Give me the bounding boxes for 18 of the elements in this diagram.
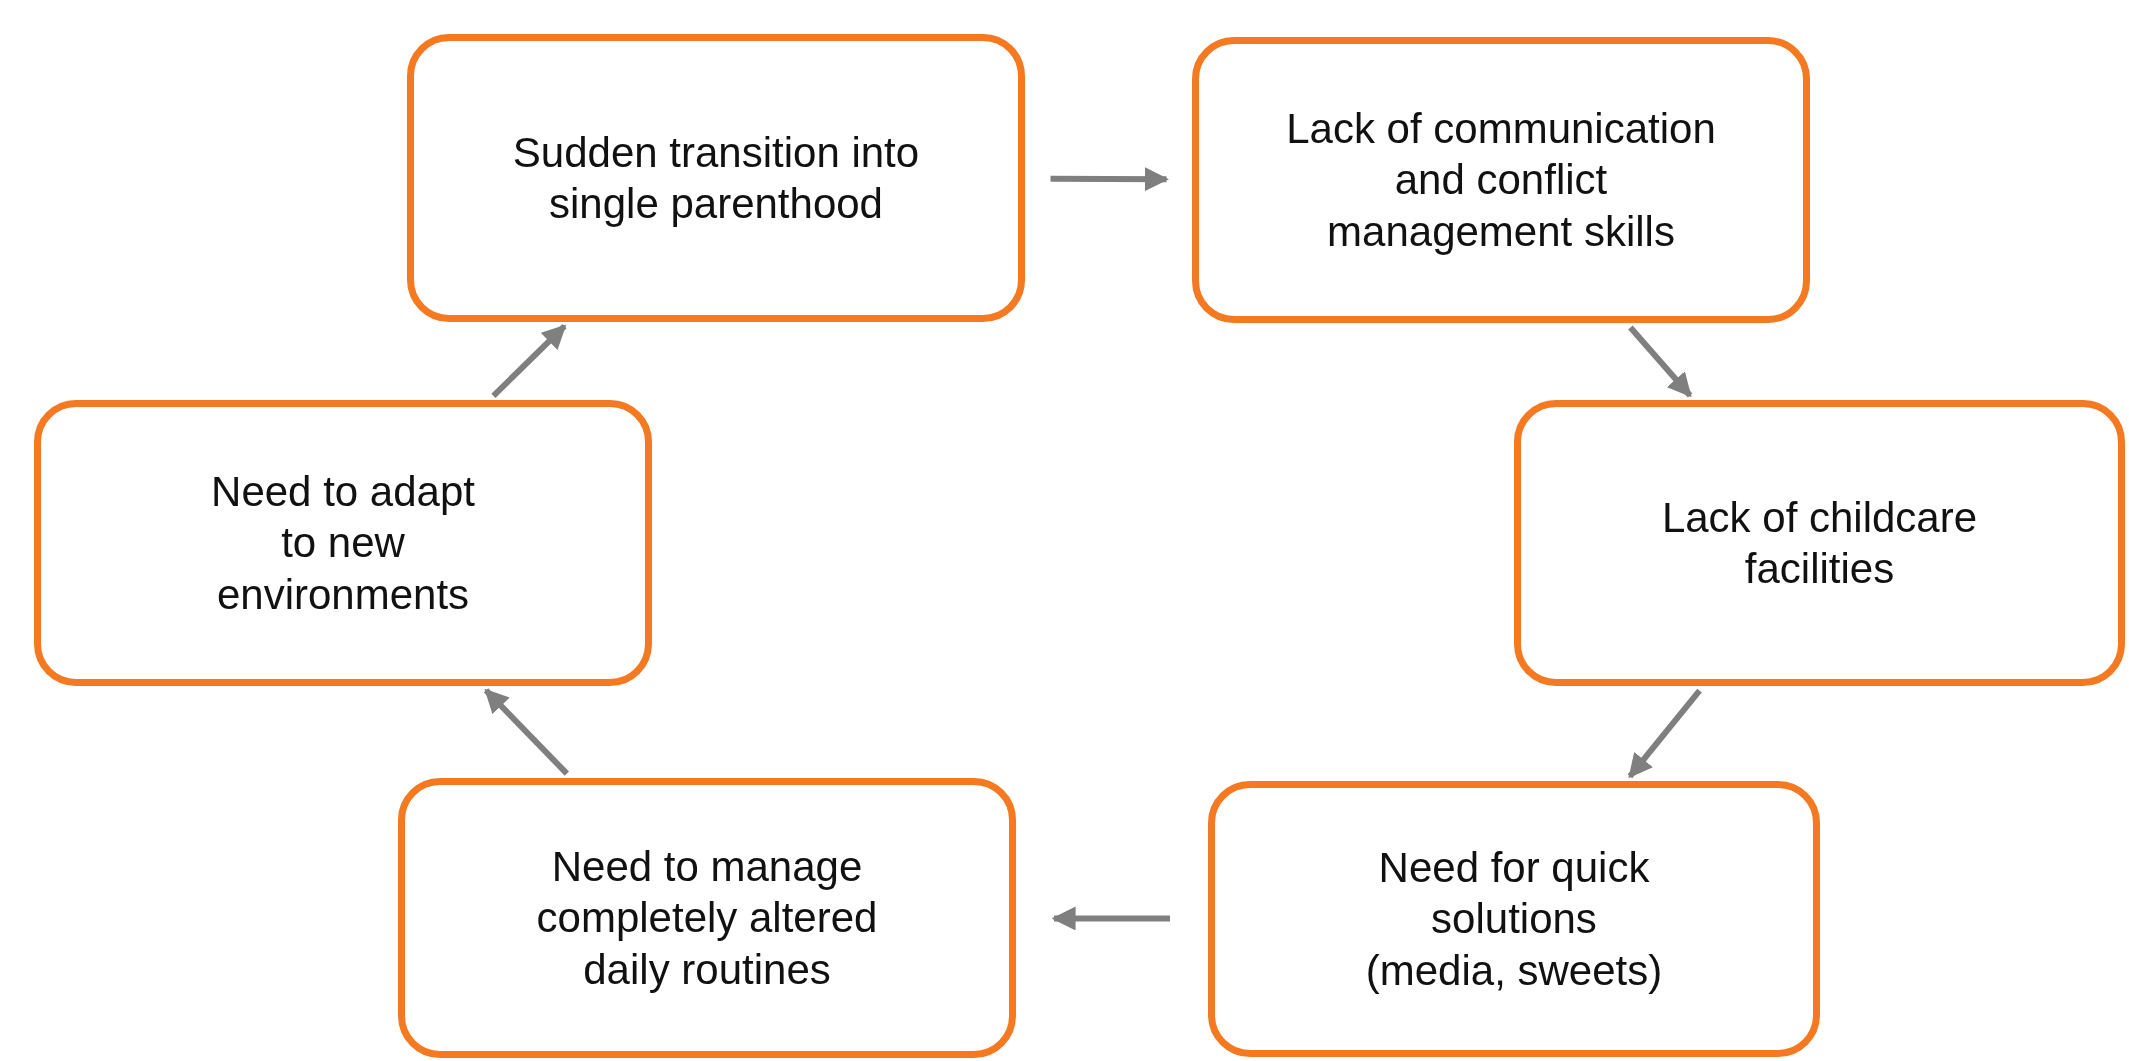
- arrow: [491, 324, 567, 398]
- box-label: Need to adapt to new environments: [210, 467, 476, 620]
- arrow: [483, 688, 569, 776]
- process-box: [398, 778, 1016, 1058]
- arrow: [1628, 325, 1693, 398]
- box-label: Need for quick solutions (media, sweets): [1364, 843, 1664, 996]
- arrow: [1627, 688, 1702, 779]
- arrow: [1050, 167, 1169, 192]
- box-label: Need to manage completely altered daily routines: [535, 842, 879, 995]
- box-label: Lack of childcare facilities: [1660, 492, 1979, 594]
- process-box: [407, 34, 1025, 322]
- process-box: [1208, 781, 1820, 1057]
- box-label: Lack of communication and conflict management skills: [1285, 104, 1717, 257]
- arrow: [1051, 906, 1170, 931]
- process-box: [1514, 400, 2125, 686]
- process-box: [34, 400, 652, 686]
- process-box: [1192, 37, 1810, 323]
- box-label: Sudden transition into single parenthood: [511, 127, 921, 229]
